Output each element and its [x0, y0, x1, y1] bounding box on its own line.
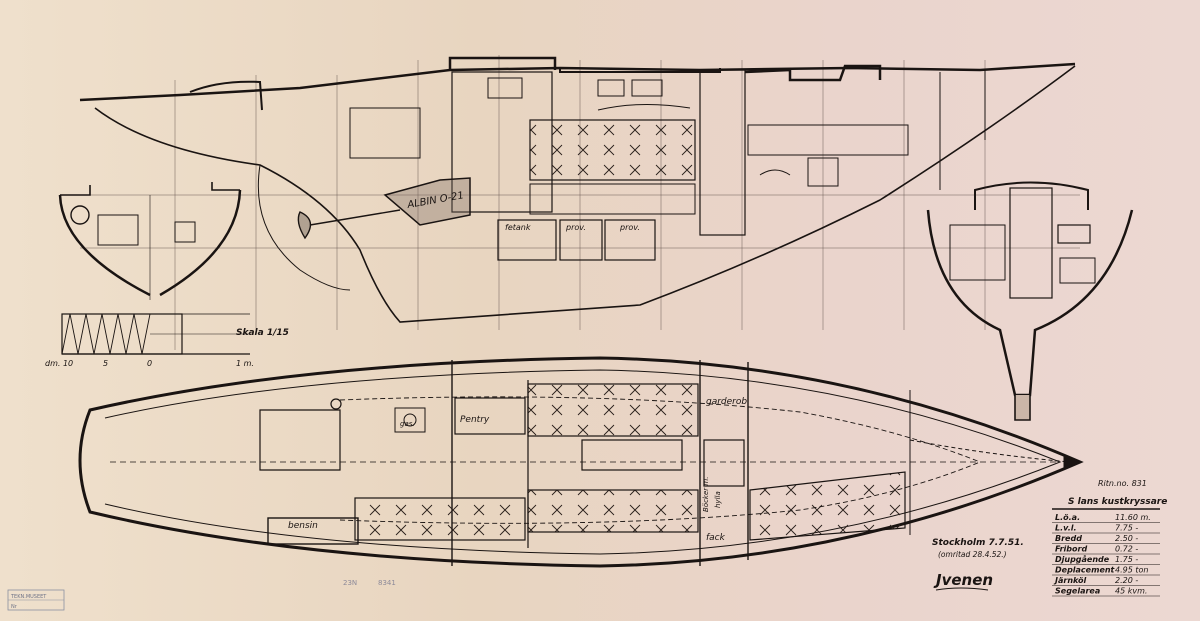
bensin-label: bensin [288, 521, 318, 531]
pencil-note-2: 8341 [378, 579, 396, 587]
gas-label: gas. [400, 420, 415, 428]
spec-table: Ritn.no. 831 S lans kustkryssare L.ö.a. 1… [1052, 479, 1167, 597]
spec-row-value: 1.75 - [1115, 555, 1138, 564]
title-block: Stockholm 7.7.51. (omritad 28.4.52.) Jve… [932, 538, 1024, 591]
stamp-line-2: Nr [11, 604, 18, 610]
scale-label-1m: 1 m. [236, 359, 254, 368]
plan-view [78, 356, 1084, 568]
spec-row-value: 45 kvm. [1115, 587, 1147, 596]
spec-row-label: Bredd [1055, 534, 1082, 543]
bocker-label: Böcker m. [702, 477, 710, 512]
spec-row-label: L.v.l. [1055, 524, 1077, 533]
tank-label-fetank: fetank [505, 223, 531, 232]
place-date: Stockholm 7.7.51. [932, 538, 1024, 548]
spec-rows: L.ö.a. 11.60 m. L.v.l. 7.75 - Bredd 2.50 - Fri… [1052, 513, 1160, 597]
drawing-labels: ALBIN O-21 fetank prov. prov. Skala 1/15… [45, 190, 747, 543]
tank-label-prov-1: prov. [565, 223, 586, 232]
spec-row-label: Deplacement [1055, 566, 1116, 575]
fack-label: fack [706, 533, 726, 543]
stamp-line-1: TEKN.MUSEET [10, 594, 47, 600]
revision-date: (omritad 28.4.52.) [938, 550, 1007, 559]
pencil-notes: 23N 8341 [343, 579, 396, 587]
drawing-number: Ritn.no. 831 [1098, 479, 1147, 488]
spec-row-label: Segelarea [1055, 587, 1100, 596]
spec-title: S lans kustkryssare [1068, 497, 1167, 507]
spec-row-label: Järnköl [1053, 576, 1087, 585]
scale-label-5: 5 [103, 359, 108, 368]
hylla-label: hylla [714, 491, 722, 508]
station-lines [80, 55, 1080, 350]
signature: Jvenen [933, 571, 993, 589]
scale-label-dm: dm. 10 [45, 359, 73, 368]
spec-row-value: 11.60 m. [1115, 513, 1151, 522]
spec-row-value: 2.20 - [1115, 576, 1138, 585]
spec-row-value: 2.50 - [1115, 534, 1138, 543]
spec-row-value: 7.75 - [1115, 524, 1138, 533]
scale-label-0: 0 [147, 359, 152, 368]
pencil-note-1: 23N [343, 579, 357, 587]
profile-view [79, 56, 1076, 323]
spec-row-label: Djupgående [1055, 554, 1110, 564]
archive-stamp: TEKN.MUSEET Nr [7, 589, 65, 611]
garderob-label: garderob [706, 397, 747, 407]
section-bow [926, 181, 1134, 421]
section-stern [58, 182, 242, 300]
pentry-label: Pentry [460, 415, 490, 425]
spec-row-value: 4.95 ton [1115, 566, 1148, 575]
spec-row-label: Fribord [1055, 545, 1087, 554]
scale-bar [61, 313, 250, 355]
tank-label-prov-2: prov. [619, 223, 640, 232]
spec-row-label: L.ö.a. [1055, 513, 1080, 522]
scale-title: Skala 1/15 [236, 328, 289, 338]
spec-row-value: 0.72 - [1115, 545, 1138, 554]
